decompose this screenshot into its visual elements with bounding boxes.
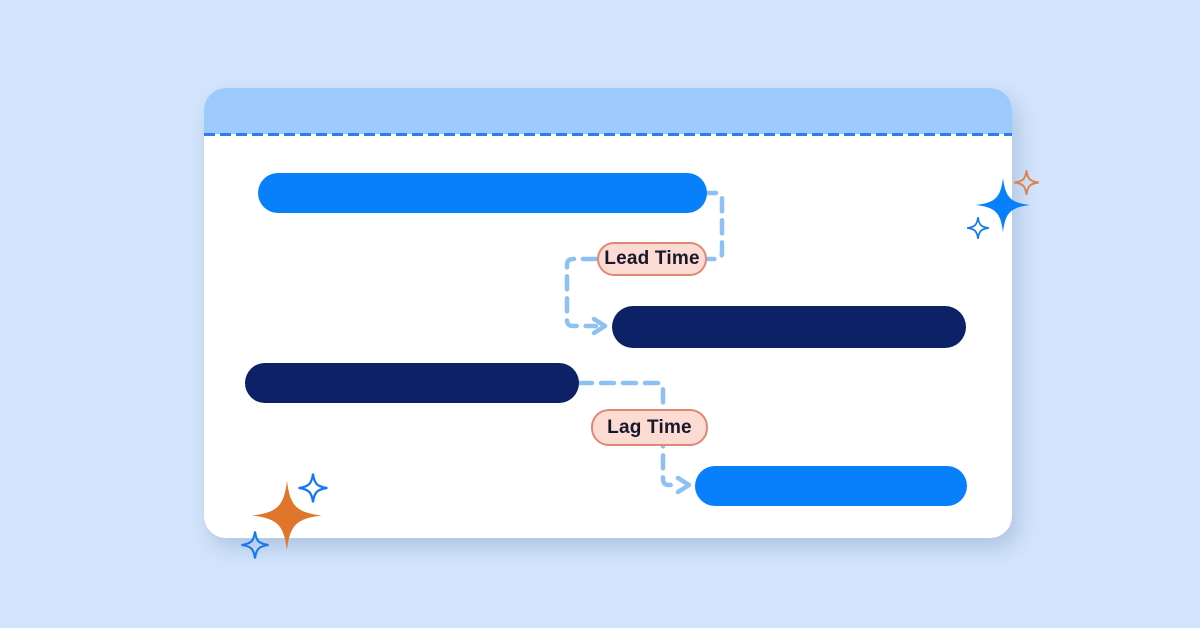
sparkle-icon-large-blue <box>975 177 1031 233</box>
lead-time-connector-in <box>564 256 599 329</box>
sparkle-icon-tiny-blue-outline-2 <box>241 531 269 559</box>
arrowhead-icon <box>591 316 608 336</box>
gantt-bar-task-3 <box>245 363 579 403</box>
sparkle-icon-small-blue-outline <box>298 473 328 503</box>
arrowhead-icon <box>675 475 692 495</box>
sparkle-icon-large-orange <box>252 480 322 551</box>
sparkle-icon-small-orange-outline <box>1014 170 1039 195</box>
lead-time-badge: Lead Time <box>597 242 707 276</box>
lead-time-label: Lead Time <box>604 248 700 269</box>
sparkle-icon-tiny-blue-outline <box>967 217 989 239</box>
card-header <box>204 88 1012 134</box>
browser-card: Lead Time Lag Time <box>204 88 1012 538</box>
lag-time-badge: Lag Time <box>591 409 708 446</box>
lead-time-connector-out <box>700 190 725 262</box>
lag-time-label: Lag Time <box>607 416 692 438</box>
gantt-bar-task-1 <box>258 173 707 213</box>
gantt-bar-task-2 <box>612 306 966 348</box>
gantt-bar-task-4 <box>695 466 967 506</box>
dashed-divider <box>204 133 1012 136</box>
